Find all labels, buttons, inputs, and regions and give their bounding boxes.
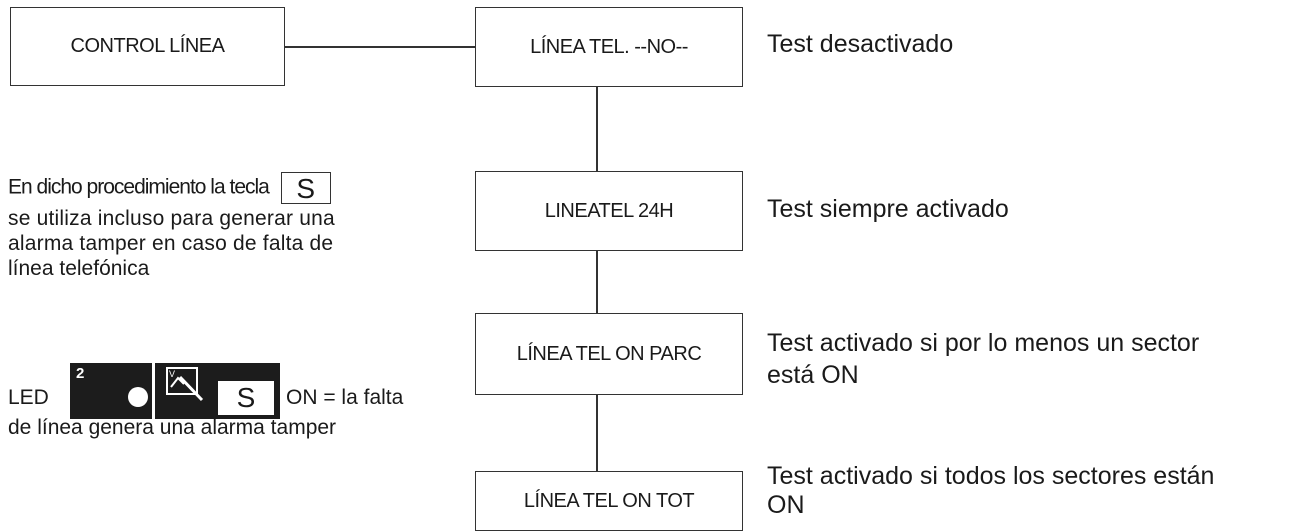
box-linea-tel-no: LÍNEA TEL. --NO--	[475, 7, 743, 87]
led-s-key: S	[218, 381, 274, 415]
led-after-text: ON = la falta	[286, 386, 404, 409]
led-number: 2	[76, 365, 85, 382]
s-key-icon: S	[280, 172, 331, 204]
led-dot-icon	[128, 387, 148, 407]
desc-tot-line1: Test activado si todos los sectores está…	[767, 462, 1215, 490]
desc-24h: Test siempre activado	[767, 195, 1009, 223]
box-linea-tel-on-parc: LÍNEA TEL ON PARC	[475, 313, 743, 395]
box-control-linea: CONTROL LÍNEA	[10, 7, 285, 86]
side-line3: alarma tamper en caso de falta de	[8, 232, 334, 255]
side-line1-text: En dicho procedimiento la tecla	[8, 175, 270, 199]
desc-parc-line1: Test activado si por lo menos un sector	[767, 329, 1200, 357]
led-label: LED	[8, 386, 49, 409]
desc-parc-line2: está ON	[767, 361, 859, 389]
connector-24h-to-parc	[596, 251, 598, 313]
led-indicator-panel: 2 V S	[70, 363, 280, 419]
connector-parc-to-tot	[596, 395, 598, 471]
side-line6: de línea genera una alarma tamper	[8, 416, 337, 439]
connector-no-to-24h	[596, 87, 598, 171]
side-line1: En dicho procedimiento la tecla S	[8, 172, 428, 204]
connector-control-to-no	[285, 46, 475, 48]
desc-no: Test desactivado	[767, 30, 954, 58]
desc-tot-line2: ON	[767, 491, 805, 519]
side-line4: línea telefónica	[8, 257, 150, 280]
tamper-icon: V	[166, 367, 204, 402]
led-separator	[152, 363, 155, 419]
side-line2: se utiliza incluso para generar una	[8, 207, 335, 230]
box-linea-tel-24h: LINEATEL 24H	[475, 171, 743, 251]
box-linea-tel-on-tot: LÍNEA TEL ON TOT	[475, 471, 743, 531]
svg-text:V: V	[169, 369, 175, 379]
